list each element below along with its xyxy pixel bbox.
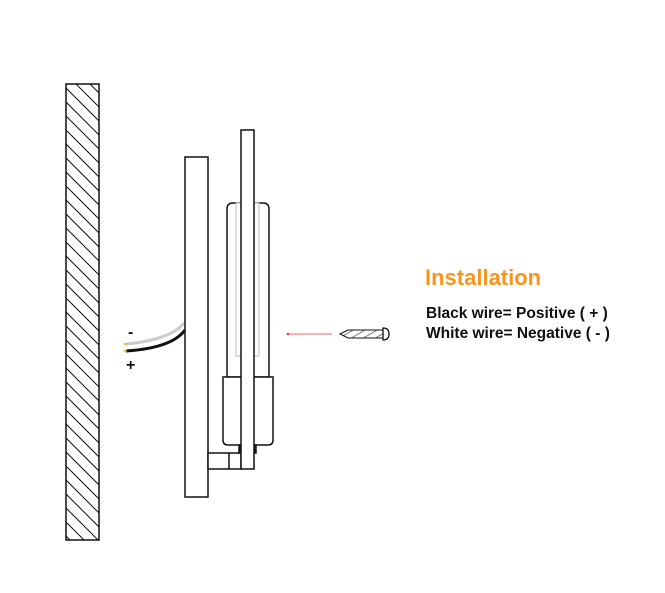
hatch-line xyxy=(89,84,99,94)
backplate xyxy=(184,156,209,498)
hatch-line xyxy=(66,409,99,444)
title: Installation xyxy=(425,265,542,290)
wires xyxy=(124,321,187,353)
hatch-line xyxy=(66,451,99,486)
hatch-line xyxy=(75,84,99,108)
hatch-line xyxy=(66,423,99,458)
hatch-line xyxy=(66,311,99,346)
rod xyxy=(240,129,255,470)
hatch-line xyxy=(66,521,85,540)
hatch-line xyxy=(66,437,99,472)
negative-label: - xyxy=(128,324,134,341)
wall xyxy=(65,83,100,583)
hatch-line xyxy=(66,199,99,234)
hatch-line xyxy=(66,395,99,430)
screw-icon xyxy=(338,327,390,341)
hatch-line xyxy=(66,493,99,528)
arm xyxy=(207,452,242,470)
hatch-line xyxy=(66,241,99,276)
hatch-line xyxy=(66,550,99,583)
hatch-line xyxy=(66,171,99,206)
white-wire-note: White wire= Negative ( - ) xyxy=(426,325,610,342)
hatch-line xyxy=(66,157,99,192)
sconce xyxy=(184,129,274,498)
hatch-line xyxy=(66,381,99,416)
arrow xyxy=(286,332,332,336)
hatch-line xyxy=(66,115,99,150)
hatch-line xyxy=(66,129,99,164)
hatch-line xyxy=(66,479,99,514)
hatch-line xyxy=(66,255,99,290)
hatch-line xyxy=(66,87,99,122)
hatch-line xyxy=(66,143,99,178)
hatch-line xyxy=(66,353,99,388)
black-wire-note: Black wire= Positive ( + ) xyxy=(426,305,608,322)
hatch-line xyxy=(66,227,99,262)
hatch-line xyxy=(66,185,99,220)
hatch-line xyxy=(66,325,99,360)
hatch-line xyxy=(66,269,99,304)
hatch-line xyxy=(66,213,99,248)
hatch-line xyxy=(66,339,99,374)
hatch-line xyxy=(66,535,71,540)
hatch-line xyxy=(66,367,99,402)
hatch-line xyxy=(66,465,99,500)
hatch-line xyxy=(66,297,99,332)
hatch-line xyxy=(66,101,99,136)
hatch-line xyxy=(66,283,99,318)
hatch-line xyxy=(66,507,99,540)
positive-label: + xyxy=(126,357,136,374)
